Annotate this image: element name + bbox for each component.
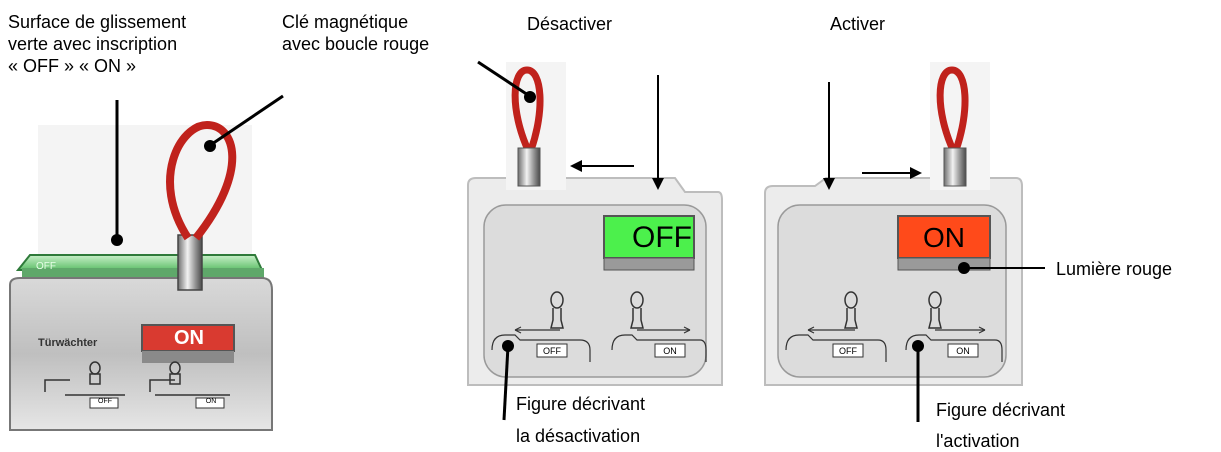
label-activation-figure-2: l'activation <box>936 431 1020 451</box>
leader-red-light <box>958 262 1045 274</box>
leader-slide-surface <box>111 100 123 246</box>
status-display-off <box>603 215 695 259</box>
photo-status-base <box>142 351 234 363</box>
label-deactivation-figure-2: la désactivation <box>516 426 641 446</box>
label-magnetic-key-2: avec boucle rouge <box>282 34 430 54</box>
photo-key-glyph-right <box>169 361 181 385</box>
label-activation-figure-1: Figure décrivant <box>936 400 1066 420</box>
photo-key-glyph-left <box>89 361 101 385</box>
arrow-on-right <box>862 167 922 179</box>
photo-small-off-text: OFF <box>98 398 112 405</box>
panel-on-red-loop <box>936 66 969 152</box>
button-label-off-left: OFF <box>543 346 561 356</box>
title-activate: Activer <box>830 14 886 34</box>
photo-small-on-text: ON <box>205 398 217 405</box>
label-slide-surface-2: verte avec inscription <box>8 34 178 54</box>
panel-activate <box>764 62 1023 386</box>
title-deactivate: Désactiver <box>527 14 613 34</box>
arrow-off-down <box>652 75 664 190</box>
key-glyph-off-right <box>630 291 644 329</box>
button-label-on-left: OFF <box>839 346 857 356</box>
status-display-on <box>897 215 991 259</box>
leader-activation-figure <box>912 340 924 422</box>
arrow-off-left <box>570 160 634 172</box>
photo-status-text: ON <box>174 327 204 349</box>
arrow-on-down <box>823 82 835 190</box>
photo-key-cylinder <box>177 234 203 291</box>
leader-magnetic-key <box>204 94 284 152</box>
panel-off-red-loop <box>511 66 544 152</box>
leader-deactivation-figure <box>502 340 514 421</box>
label-red-light: Lumière rouge <box>1056 259 1173 279</box>
label-magnetic-key-1: Clé magnétique <box>282 12 409 32</box>
device-body <box>9 277 273 431</box>
panel-deactivate <box>467 62 723 386</box>
photo-status-display <box>141 324 235 352</box>
panel-off-key-cylinder <box>517 147 541 187</box>
photo-brand-text: Türwächter <box>38 337 98 349</box>
status-text-off: OFF <box>632 221 692 254</box>
button-label-on-right: ON <box>956 346 970 356</box>
leader-key-off <box>477 60 536 103</box>
key-glyph-on-right <box>928 291 942 329</box>
key-glyph-off-left <box>550 291 564 329</box>
button-label-off-right: ON <box>663 346 677 356</box>
status-text-on: ON <box>923 222 965 253</box>
photo-slide-off-text: OFF <box>36 261 56 272</box>
device-photo <box>9 120 273 431</box>
label-slide-surface-1: Surface de glissement <box>8 12 187 32</box>
photo-red-loop <box>166 120 237 241</box>
panel-on-key-cylinder <box>943 147 967 187</box>
key-glyph-on-left <box>844 291 858 329</box>
label-deactivation-figure-1: Figure décrivant <box>516 394 646 414</box>
label-slide-surface-3: « OFF » « ON » <box>8 56 137 76</box>
